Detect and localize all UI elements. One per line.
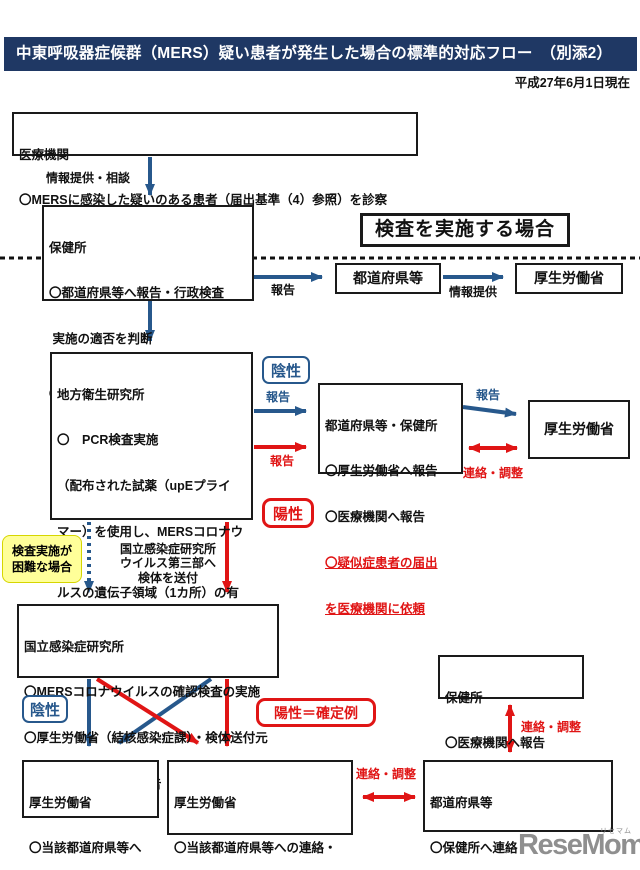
box-title: 都道府県等 xyxy=(430,795,493,810)
label-report-red-1: 報告 xyxy=(270,454,295,468)
box-health-center: 保健所 〇都道府県等へ報告・行政検査 実施の適否を判断 〇医療機関から患者検体を… xyxy=(42,205,254,447)
box-health-center-right: 保健所 〇医療機関へ報告 xyxy=(438,655,584,750)
label-report-1: 報告 xyxy=(271,283,296,297)
box-prefecture-health-center: 都道府県等・保健所 〇厚生労働省へ報告 〇医療機関へ報告 〇疑似症患者の届出 を… xyxy=(318,383,463,616)
box-prefecture-top: 都道府県等 xyxy=(335,263,441,294)
banner-test-case: 検査を実施する場合 xyxy=(360,213,570,247)
box-medical-institution: 医療機関 〇MERSに感染した疑いのある患者（届出基準（4）参照）を診察 xyxy=(12,112,418,207)
box-title: 保健所 xyxy=(49,240,87,255)
label-info-consult: 情報提供・相談 xyxy=(46,171,131,185)
pill-negative-2: 陰性 xyxy=(22,695,68,723)
box-mhlw-bottom-left: 厚生労働省 〇当該都道府県等へ 連絡 xyxy=(22,760,159,855)
red-underlined-text: を医療機関に依頼 xyxy=(325,601,426,616)
pill-negative-1: 陰性 xyxy=(262,356,310,384)
date-stamp: 平成27年6月1日現在 xyxy=(514,76,630,90)
box-title: 国立感染症研究所 xyxy=(24,639,125,654)
label-renraku-chosei-1: 連絡・調整 xyxy=(463,466,524,480)
pill-positive-1: 陽性 xyxy=(262,498,314,528)
logo-ruby: リセマム xyxy=(600,828,632,835)
box-local-health-institute: 地方衛生研究所 〇 PCR検査実施 （配布された試薬（upEプライ マー）を使用… xyxy=(50,352,253,646)
box-title: 保健所 xyxy=(445,690,483,705)
label-renraku-chosei-3: 連絡・調整 xyxy=(356,767,417,781)
logo-word: ReseMom xyxy=(518,829,640,861)
box-mhlw-bottom-mid: 厚生労働省 〇当該都道府県等への連絡・ 調整 〇公表 xyxy=(167,760,353,855)
pill-test-difficult: 検査実施が 困難な場合 xyxy=(2,535,82,583)
box-title: 厚生労働省 xyxy=(174,795,237,810)
box-mhlw-top: 厚生労働省 xyxy=(515,263,623,294)
box-niid: 国立感染症研究所 〇MERSコロナウイルスの確認検査の実施 〇厚生労働省（結核感… xyxy=(17,604,279,791)
box-title: 厚生労働省 xyxy=(29,795,92,810)
label-report-blue-2: 報告 xyxy=(476,388,501,402)
label-send-specimen: 国立感染症研究所 ウイルス第三部へ 検体を送付 xyxy=(119,542,216,585)
pill-positive-confirmed: 陽性＝確定例 xyxy=(256,698,376,727)
page-title: 中東呼吸器症候群（MERS）疑い患者が発生した場合の標準的対応フロー （別添2） xyxy=(4,37,637,71)
box-title: 医療機関 xyxy=(19,147,70,162)
label-renraku-chosei-2: 連絡・調整 xyxy=(521,720,582,734)
box-title: 都道府県等・保健所 xyxy=(325,418,438,433)
box-title: 地方衛生研究所 xyxy=(57,387,145,402)
box-mhlw-mid: 厚生労働省 xyxy=(528,400,630,459)
label-report-blue-1: 報告 xyxy=(266,390,291,404)
red-underlined-text: 〇疑似症患者の届出 xyxy=(325,555,438,570)
box-prefecture-bottom: 都道府県等 〇保健所へ連絡 〇厚生労働省と連絡・調整 〇公表 xyxy=(423,760,613,855)
label-info-provide: 情報提供 xyxy=(449,285,498,299)
